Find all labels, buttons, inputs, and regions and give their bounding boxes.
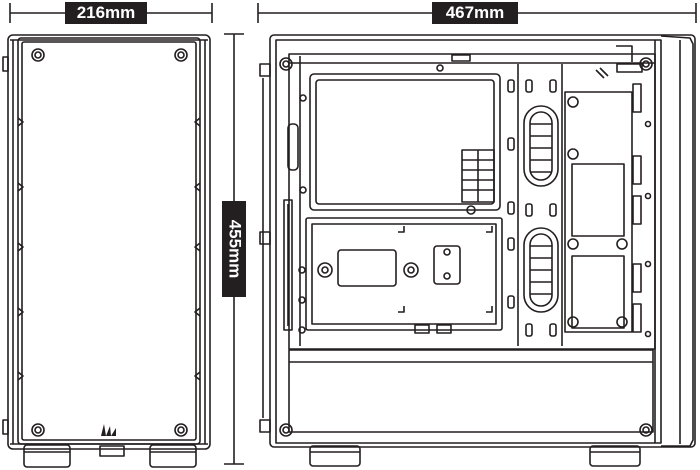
height-dimension-text: 455mm	[225, 219, 245, 279]
front-screw	[31, 423, 45, 437]
front-panel-view	[2, 34, 211, 468]
side-screw	[279, 57, 293, 71]
side-screw	[279, 423, 293, 437]
side-panel-view	[259, 34, 696, 467]
width-dimension-label: 216mm	[65, 2, 147, 24]
front-screw	[31, 48, 45, 62]
side-screw	[639, 57, 653, 71]
height-dimension-label: 455mm	[222, 201, 246, 297]
front-screw	[174, 423, 188, 437]
front-screw	[174, 48, 188, 62]
depth-dimension-label: 467mm	[432, 2, 518, 24]
side-screw	[639, 423, 653, 437]
corsair-sails-logo-icon	[101, 424, 116, 436]
